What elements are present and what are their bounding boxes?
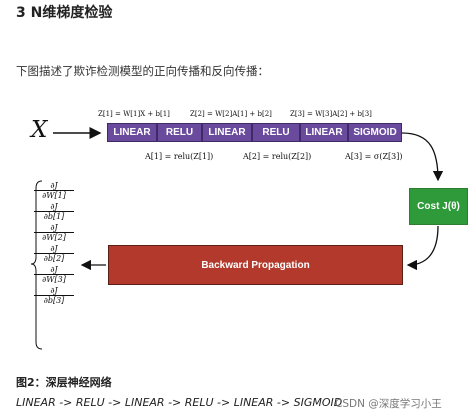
gradient-db1: ∂J∂b[1] (34, 202, 74, 221)
gradient-dW1: ∂J∂W[1] (34, 181, 74, 200)
backward-propagation-box: Backward Propagation (108, 245, 403, 285)
gradient-db2: ∂J∂b[2] (34, 244, 74, 263)
gradient-list: ∂J∂W[1] ∂J∂b[1] ∂J∂W[2] ∂J∂b[2] ∂J∂W[3] … (34, 181, 74, 307)
layer-relu-1: RELU (157, 123, 202, 142)
cost-to-backward-arrow (406, 225, 439, 271)
activation-formula-1: A[1] = relu(Z[1]) (145, 152, 214, 161)
activation-formula-2: A[2] = relu(Z[2]) (243, 152, 312, 161)
gradient-db3: ∂J∂b[3] (34, 286, 74, 305)
layer-sequence-text: LINEAR -> RELU -> LINEAR -> RELU -> LINE… (16, 396, 343, 409)
input-x-symbol: X (31, 117, 48, 143)
linear-formula-1: Z[1] = W[1]X + b[1] (98, 110, 170, 118)
linear-formula-2: Z[2] = W[2]A[1] + b[2] (190, 110, 272, 118)
cost-function-box: Cost J(θ) (409, 188, 468, 225)
layer-sigmoid: SIGMOID (348, 123, 402, 142)
csdn-watermark: CSDN @深度学习小王 (335, 398, 442, 410)
layer-linear-3: LINEAR (300, 123, 348, 142)
layer-relu-2: RELU (252, 123, 300, 142)
section-heading: 3 N维梯度检验 (16, 5, 113, 21)
forward-to-cost-arrow (401, 132, 444, 182)
gradient-dW3: ∂J∂W[3] (34, 265, 74, 284)
gradient-brace (30, 180, 43, 350)
linear-formula-3: Z[3] = W[3]A[2] + b[3] (290, 110, 372, 118)
intro-paragraph: 下图描述了欺诈检测模型的正向传播和反向传播： (16, 64, 269, 78)
gradient-dW2: ∂J∂W[2] (34, 223, 74, 242)
figure-caption: 图2：深层神经网络 (16, 376, 112, 389)
layer-linear-1: LINEAR (107, 123, 157, 142)
layer-linear-2: LINEAR (202, 123, 252, 142)
activation-formula-3: A[3] = σ(Z[3]) (345, 152, 403, 161)
